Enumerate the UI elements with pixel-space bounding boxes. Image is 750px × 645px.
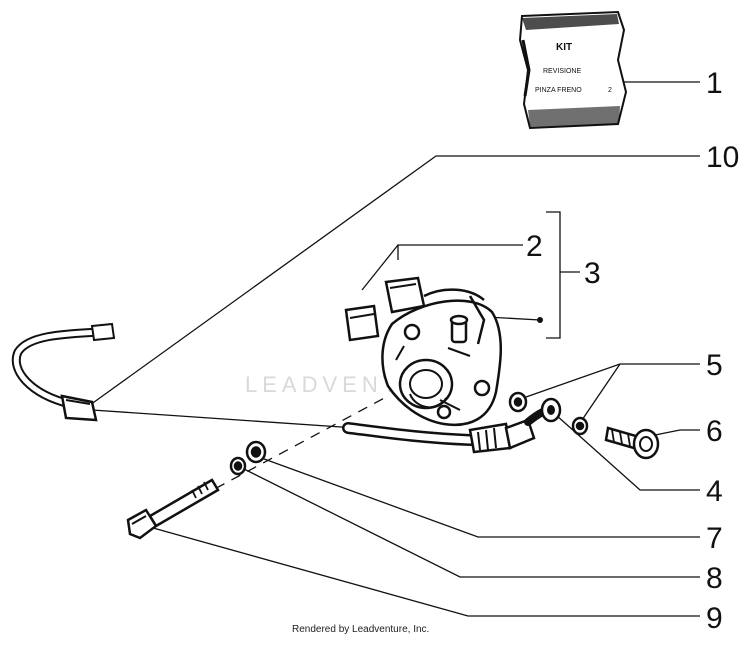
kit-mark: 2 <box>608 87 612 94</box>
leader-10 <box>89 155 700 406</box>
leader-4 <box>555 414 700 491</box>
kit-title: KIT <box>556 42 572 53</box>
callout-3: 3 <box>584 257 601 290</box>
callout-2: 2 <box>526 230 543 263</box>
leader-2a <box>397 244 523 260</box>
mounting-bolt <box>126 478 220 540</box>
washers-part-7-8 <box>229 440 267 476</box>
brake-cable <box>11 322 116 422</box>
brake-pad-1 <box>384 276 426 314</box>
brake-caliper <box>344 276 502 427</box>
leader-cable-to-caliper <box>91 409 357 429</box>
credit-text: Rendered by Leadventure, Inc. <box>292 624 429 635</box>
brake-hose <box>342 397 562 454</box>
bracket-3 <box>546 211 561 339</box>
callout-7: 7 <box>706 522 723 555</box>
leader-6 <box>649 429 700 437</box>
leader-8 <box>239 466 700 578</box>
leader-7 <box>255 455 700 538</box>
caliper-piston <box>398 358 454 410</box>
kit-line-1: REVISIONE <box>543 68 581 75</box>
kit-bag: KIT REVISIONE PINZA FRENO 2 <box>518 10 628 130</box>
banjo-bolt <box>604 426 660 460</box>
leader-5a <box>525 363 700 398</box>
callout-9: 9 <box>706 602 723 635</box>
callout-4: 4 <box>706 475 723 508</box>
leader-2b <box>361 244 399 291</box>
callout-5: 5 <box>706 349 723 382</box>
brake-pad-2 <box>344 304 380 342</box>
callout-6: 6 <box>706 415 723 448</box>
callout-1: 1 <box>706 67 723 100</box>
washers-part-5 <box>508 391 589 436</box>
callout-8: 8 <box>706 562 723 595</box>
leader-9 <box>145 525 700 617</box>
kit-line-2: PINZA FRENO <box>535 87 582 94</box>
leader-dot <box>537 317 543 323</box>
leader-5b <box>581 363 621 421</box>
callout-10: 10 <box>706 141 739 174</box>
